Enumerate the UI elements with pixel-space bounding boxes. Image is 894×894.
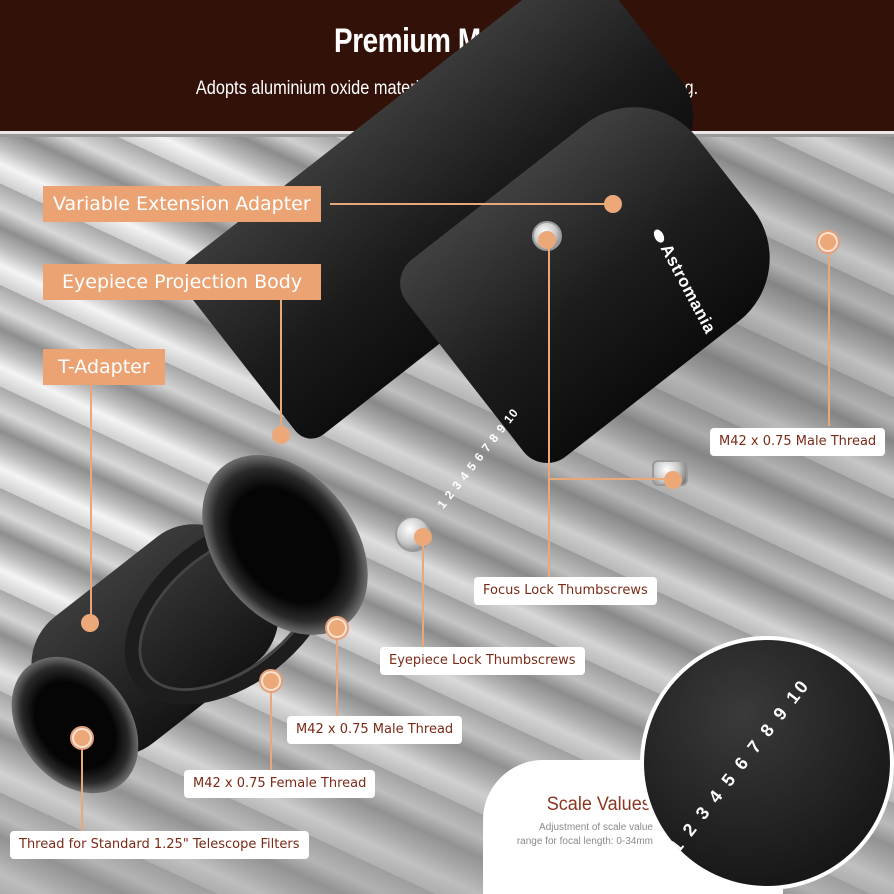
callout-female-thread: M42 x 0.75 Female Thread [184, 770, 376, 798]
leader-line [90, 385, 92, 617]
leader-line [828, 241, 830, 426]
callout-dot [329, 620, 345, 636]
scale-values-desc-2: range for focal length: 0-34mm [516, 836, 653, 847]
scale-values-desc-1: Adjustment of scale value [539, 822, 653, 833]
leader-line [548, 478, 664, 480]
leader-line [422, 542, 424, 648]
scale-zoom-inset: 1 2 3 4 5 6 7 8 9 10 [640, 636, 894, 890]
tag-variable-extension-adapter: Variable Extension Adapter [43, 186, 321, 222]
callout-dot [81, 614, 99, 632]
scale-values-title: Scale Values [546, 794, 651, 815]
page-title: Premium Material [334, 22, 560, 60]
scale-zoom-ticks: 1 2 3 4 5 6 7 8 9 10 [665, 674, 814, 857]
tag-t-adapter: T-Adapter [43, 349, 165, 385]
leader-line [548, 243, 550, 577]
callout-dot [664, 471, 682, 489]
leader-line [280, 300, 282, 432]
tag-eyepiece-projection-body: Eyepiece Projection Body [43, 264, 322, 300]
leader-line [270, 688, 272, 770]
leader-line [81, 745, 83, 831]
callout-dot [604, 195, 622, 213]
callout-focus-lock-thumbscrews: Focus Lock Thumbscrews [474, 577, 657, 605]
callout-dot [263, 673, 279, 689]
brand-logo-icon [651, 227, 667, 245]
callout-dot [272, 426, 290, 444]
callout-dot [74, 730, 90, 746]
leader-line [330, 203, 610, 205]
callout-dot [414, 528, 432, 546]
callout-male-thread-bottom: M42 x 0.75 Male Thread [287, 716, 463, 744]
leader-line [336, 634, 338, 716]
callout-dot [820, 234, 836, 250]
callout-dot [538, 231, 556, 249]
callout-male-thread-top: M42 x 0.75 Male Thread [710, 428, 886, 456]
callout-eyepiece-lock-thumbscrews: Eyepiece Lock Thumbscrews [380, 647, 585, 675]
callout-filter-thread: Thread for Standard 1.25" Telescope Filt… [10, 831, 309, 859]
